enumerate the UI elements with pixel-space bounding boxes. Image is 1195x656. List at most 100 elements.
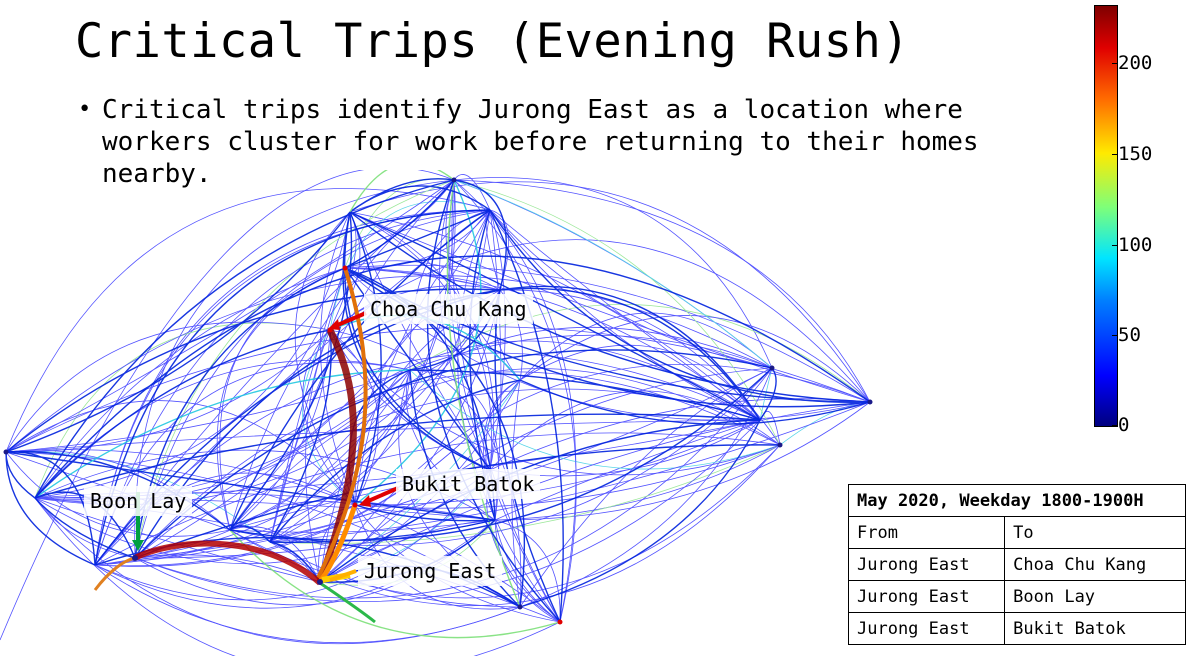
network-edge (319, 363, 871, 583)
network-edge (759, 367, 777, 421)
network-edge (94, 432, 781, 566)
network-edge (5, 451, 36, 499)
network-edge (349, 181, 871, 403)
network-edge (349, 185, 491, 213)
network-edge (34, 497, 321, 583)
network-edge (349, 211, 871, 403)
col-from-header: From (847, 516, 1006, 549)
network-edge (34, 211, 351, 499)
network-edge (329, 201, 491, 331)
network-edge (349, 211, 761, 421)
secondary-edge-green (319, 581, 376, 624)
network-edge (134, 209, 491, 559)
colorbar-gradient (1094, 5, 1118, 427)
network-edge (269, 267, 346, 543)
network-edge (489, 209, 761, 421)
bullet-dot-icon: • (78, 97, 92, 122)
network-edge (34, 497, 521, 645)
network-edge (344, 209, 491, 269)
network-edge (229, 289, 501, 531)
arrow-bukit-batok (365, 486, 399, 504)
colorbar: 200 150 100 50 0 (1090, 4, 1190, 436)
network-edge (5, 211, 351, 453)
colorbar-tick: 0 (1118, 414, 1130, 436)
network-edge (344, 264, 871, 403)
network-edge (34, 267, 346, 499)
network-edge (5, 451, 96, 566)
network-edge (494, 444, 781, 521)
network-edge (453, 179, 871, 403)
network-edge (269, 519, 496, 544)
network-edge (269, 179, 456, 543)
label-bukit-batok: Bukit Batok (396, 469, 541, 499)
network-edge (94, 352, 761, 566)
network-edge (329, 329, 379, 506)
network-edge (134, 179, 455, 559)
network-edge (34, 497, 136, 559)
network-edge (494, 419, 761, 521)
network-edge (229, 367, 773, 546)
network-edge (219, 267, 346, 531)
table-header: May 2020, Weekday 1800-1900H (848, 484, 1186, 517)
network-edge (453, 179, 507, 291)
network-edge (349, 211, 491, 471)
network-edge (405, 369, 496, 521)
network-edge (354, 504, 496, 522)
network-edge (319, 419, 761, 583)
network-edge (5, 321, 331, 453)
cell-from: Jurong East (847, 580, 1006, 613)
cell-to: Choa Chu Kang (1004, 548, 1186, 581)
network-edge (269, 444, 781, 544)
network-edge (134, 554, 321, 583)
network-edge (499, 287, 761, 421)
cell-to: Boon Lay (1004, 580, 1186, 613)
network-edge (34, 329, 331, 499)
network-edge (344, 267, 871, 421)
network-edge (409, 369, 781, 470)
network-edge (269, 401, 871, 543)
network-edge (354, 179, 482, 506)
network-edge (134, 179, 455, 559)
cell-to: Bukit Batok (1004, 612, 1186, 645)
network-edge (5, 419, 761, 453)
network-edge (94, 469, 491, 601)
network-edge (349, 211, 871, 403)
network-edge (519, 379, 871, 425)
network-edge (5, 369, 411, 453)
network-edge (34, 369, 411, 499)
network-edge (5, 451, 496, 521)
network-edge (229, 367, 773, 542)
critical-edge-boon-lay (133, 540, 322, 586)
bullet-point: • Critical trips identify Jurong East as… (75, 94, 1065, 190)
network-edge (519, 367, 773, 608)
network-edge (349, 170, 455, 213)
network-edge (343, 211, 491, 471)
network-edge (494, 289, 561, 623)
col-to-header: To (1004, 516, 1186, 549)
network-edge (229, 529, 561, 639)
network-edge (344, 267, 491, 471)
network-edge (5, 188, 491, 453)
critical-trips-table: May 2020, Weekday 1800-1900H From To Jur… (847, 484, 1186, 645)
network-edge (446, 179, 521, 608)
network-edge (494, 401, 871, 521)
network-edge (329, 329, 781, 476)
pointer-arrows (132, 311, 399, 582)
network-edge (448, 179, 561, 623)
label-choa-chu-kang: Choa Chu Kang (364, 294, 533, 324)
network-edge (519, 367, 773, 608)
colorbar-tick: 200 (1118, 52, 1153, 74)
network-edge (494, 519, 561, 623)
critical-edge-choa-chu-kang-return (316, 267, 368, 579)
cell-from: Jurong East (847, 548, 1006, 581)
colorbar-tick: 50 (1118, 324, 1141, 346)
network-edge (94, 209, 491, 566)
network-edge (489, 209, 510, 291)
network-edge (94, 369, 411, 566)
bullet-text: Critical trips identify Jurong East as a… (102, 95, 979, 189)
network-edge (5, 275, 773, 453)
network-edge (229, 179, 455, 531)
colorbar-tick: 100 (1118, 234, 1153, 256)
network-edge (269, 267, 346, 543)
network-edge (489, 398, 871, 471)
